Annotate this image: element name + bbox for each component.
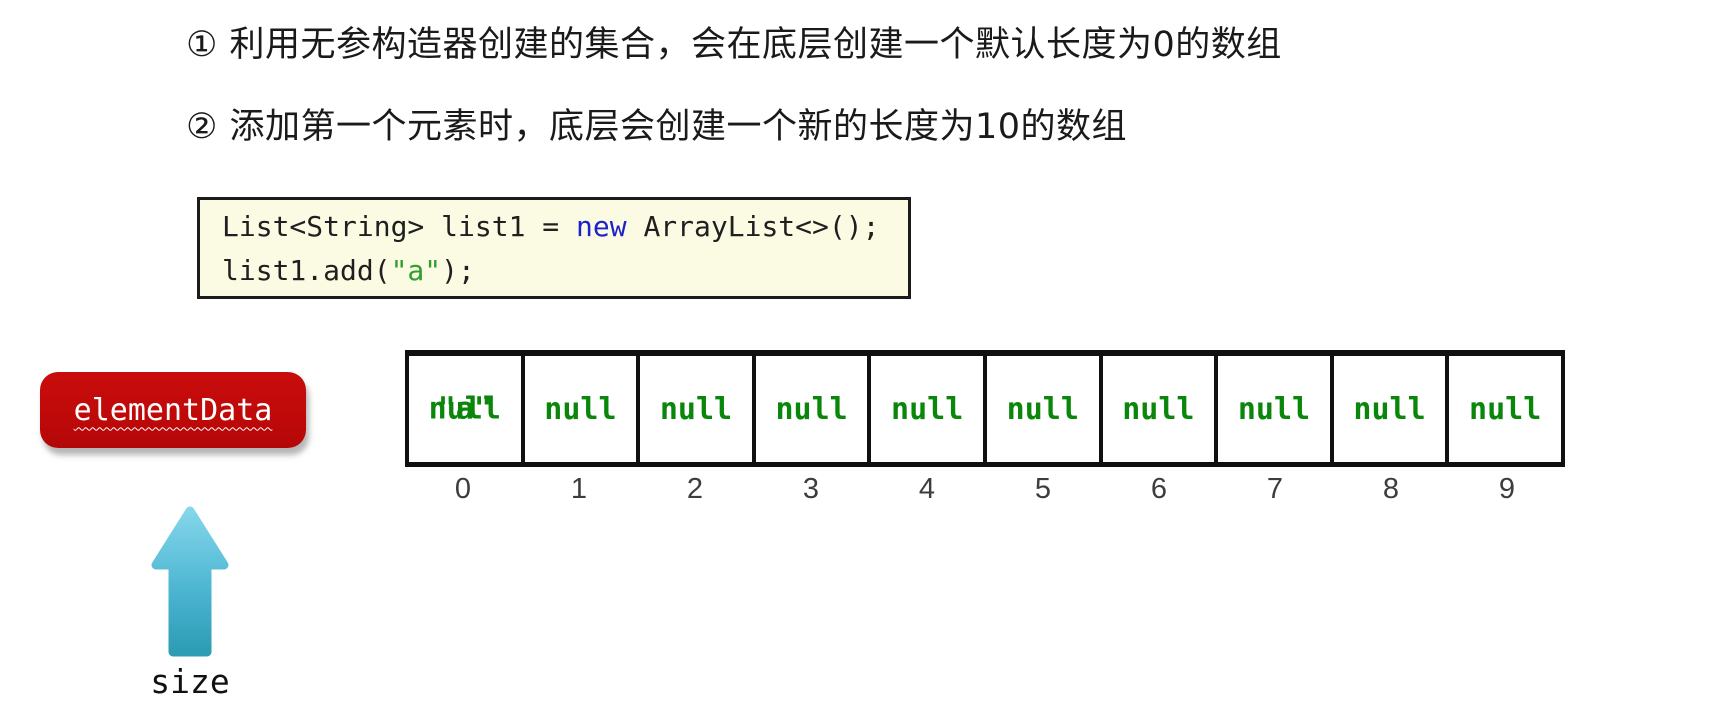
cell-value: null [1469, 391, 1542, 427]
code-line-2: list1.add("a"); [222, 249, 908, 293]
array-box: null "a" null null null null null null n… [405, 350, 1565, 467]
index-label-8: 8 [1382, 473, 1400, 505]
cell-value: null [544, 391, 617, 427]
code-token-keyword: new [576, 210, 627, 243]
array-cell-9: null [1445, 356, 1561, 462]
code-token: List<String> list1 = [222, 210, 577, 243]
array-cell-3: null [751, 356, 868, 462]
array-cell-5: null [982, 356, 1099, 462]
code-token: list1.add( [222, 254, 391, 287]
cell-value: null [428, 391, 501, 427]
array-cell-2: null [636, 356, 752, 462]
array-cell-4: null [867, 356, 983, 462]
cell-value: null [1122, 391, 1195, 427]
code-token-string: "a" [390, 254, 442, 287]
note-line-2: ② 添加第一个元素时，底层会创建一个新的长度为10的数组 [186, 107, 1128, 147]
code-block: List<String> list1 = new ArrayList<>(); … [197, 197, 911, 299]
index-label-6: 6 [1150, 473, 1168, 505]
cell-value: null [1353, 391, 1426, 427]
index-label-2: 2 [686, 473, 704, 505]
array-cell-7: null [1214, 356, 1330, 462]
cell-value: null [1237, 391, 1311, 427]
cell-value: null [659, 391, 733, 427]
index-label-0: 0 [454, 473, 472, 505]
up-arrow-icon [151, 506, 229, 657]
index-label-7: 7 [1266, 473, 1284, 505]
array-cell-6: null [1098, 356, 1215, 462]
cell-value-overlap: "a" [437, 391, 492, 427]
code-token: ); [441, 254, 475, 287]
code-line-1: List<String> list1 = new ArrayList<>(); [222, 205, 908, 249]
code-token: ArrayList<>(); [626, 210, 880, 243]
element-data-badge: elementData [40, 372, 306, 448]
array-cell-8: null [1329, 356, 1446, 462]
index-label-9: 9 [1498, 473, 1516, 505]
size-label: size [150, 662, 230, 701]
index-row: 0 1 2 3 4 5 6 7 8 9 [405, 473, 1565, 506]
cell-value: null [1006, 391, 1079, 427]
cell-value: null [891, 391, 964, 427]
note-line-1: ① 利用无参构造器创建的集合，会在底层创建一个默认长度为0的数组 [186, 25, 1282, 65]
index-label-5: 5 [1034, 473, 1052, 505]
cell-value: null [775, 391, 848, 427]
index-label-3: 3 [802, 473, 820, 505]
array-cell-0: null "a" [409, 356, 521, 462]
index-label-4: 4 [918, 473, 936, 505]
element-data-label: elementData [73, 392, 273, 428]
array-cell-1: null [520, 356, 637, 462]
index-label-1: 1 [570, 473, 588, 505]
